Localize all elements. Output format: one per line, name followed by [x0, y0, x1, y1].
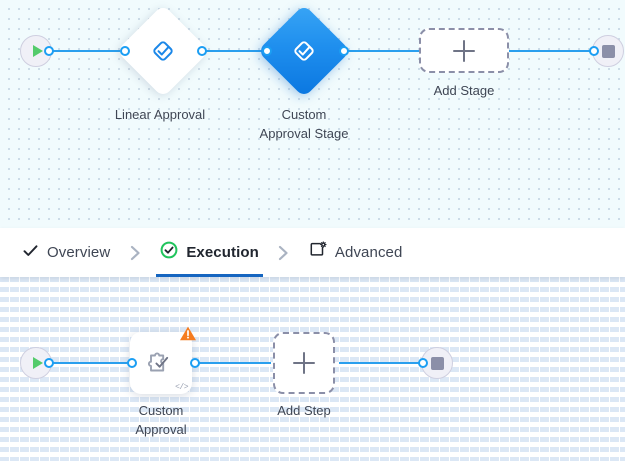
code-snippet-icon: </>	[175, 383, 188, 392]
tab-advanced[interactable]: Advanced	[303, 228, 409, 277]
tab-advanced-label: Advanced	[334, 244, 403, 261]
add-step-label: Add Step	[277, 403, 331, 418]
play-icon	[32, 357, 43, 369]
stage-node-label-linear-approval: Linear Approval	[114, 107, 206, 122]
play-icon	[32, 45, 43, 57]
plus-icon	[293, 352, 315, 374]
stage-port-start-out[interactable]	[44, 46, 54, 56]
stop-icon	[601, 44, 615, 58]
chevron-right-icon	[265, 245, 303, 261]
step-port-custom-out[interactable]	[190, 358, 200, 368]
stage-port-linear-out[interactable]	[197, 46, 207, 56]
stage-port-linear-in[interactable]	[120, 46, 130, 56]
check-circle-icon	[160, 241, 178, 264]
tab-execution-label: Execution	[186, 244, 259, 261]
add-step-button[interactable]	[273, 332, 335, 394]
step-designer-canvas[interactable]: </> Custom Approval Add Step	[0, 277, 625, 461]
tab-overview[interactable]: Overview	[16, 228, 116, 277]
approval-diamond-check-icon	[130, 18, 196, 84]
check-icon	[22, 242, 39, 264]
step-node-custom-approval[interactable]: </>	[130, 326, 196, 394]
workflow-tabs: Overview Execution	[0, 228, 625, 277]
stage-node-label-custom-approval-stage: Custom Approval Stage	[259, 107, 349, 141]
add-stage-label: Add Stage	[433, 83, 495, 98]
step-port-custom-in[interactable]	[127, 358, 137, 368]
step-edge-add-to-end	[339, 362, 422, 364]
window-gear-icon	[309, 241, 327, 264]
puzzle-check-icon	[145, 345, 177, 382]
step-edge-custom-to-add	[194, 362, 271, 364]
step-port-end-in[interactable]	[418, 358, 428, 368]
tab-execution[interactable]: Execution	[154, 228, 265, 277]
stage-port-end-in[interactable]	[589, 46, 599, 56]
stage-designer-canvas[interactable]: Linear Approval Custom Approval Stage Ad…	[0, 0, 625, 228]
tab-overview-label: Overview	[47, 244, 111, 261]
stage-edge-custom-to-add	[343, 50, 420, 52]
plus-icon	[453, 39, 475, 62]
stage-node-linear-approval[interactable]	[116, 4, 210, 98]
approval-diamond-check-icon	[271, 18, 337, 84]
stage-edge-linear-to-custom	[200, 50, 265, 52]
stage-edge-add-to-end	[508, 50, 593, 52]
step-edge-start-to-custom	[47, 362, 133, 364]
stage-port-custom-in[interactable]	[262, 46, 272, 56]
stage-port-custom-out[interactable]	[339, 46, 349, 56]
step-port-start-out[interactable]	[44, 358, 54, 368]
chevron-right-icon	[116, 245, 154, 261]
add-stage-button[interactable]	[419, 28, 509, 73]
stop-icon	[430, 356, 444, 370]
step-node-label-custom-approval: Custom Approval	[135, 403, 187, 437]
stage-edge-start-to-linear	[47, 50, 122, 52]
warning-triangle-icon[interactable]	[179, 325, 197, 347]
